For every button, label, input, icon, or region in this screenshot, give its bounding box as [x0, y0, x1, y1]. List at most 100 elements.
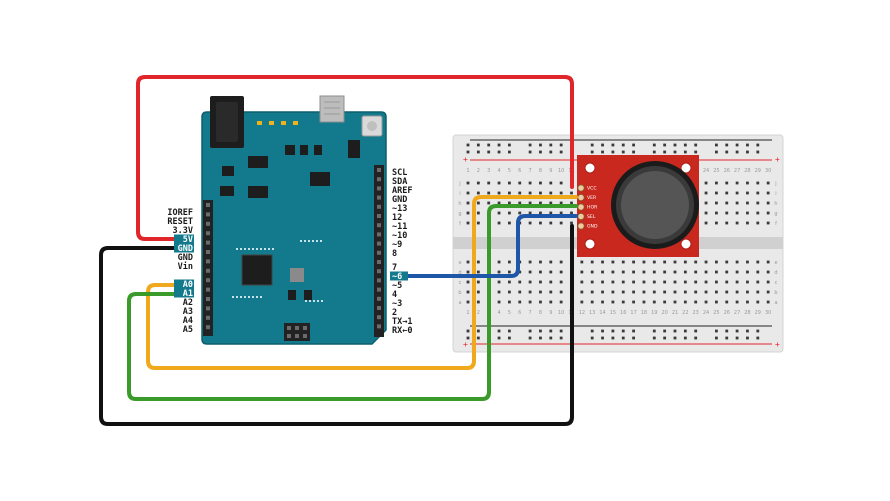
rail-hole [694, 336, 698, 340]
header-pin [377, 232, 381, 237]
joystick-pin [577, 203, 585, 211]
breadboard-hole [539, 191, 542, 195]
breadboard-hole [466, 280, 470, 284]
led [281, 121, 286, 125]
breadboard-hole [528, 191, 532, 195]
wire-blue-d6 [406, 214, 578, 278]
breadboard-hole [466, 211, 470, 215]
breadboard-hole [663, 270, 667, 274]
breadboard-hole [476, 181, 480, 185]
breadboard-hole [632, 290, 635, 294]
column-number: 6 [518, 310, 521, 316]
breadboard-hole [642, 300, 646, 304]
breadboard-hole [528, 300, 532, 304]
rail-hole [508, 336, 511, 340]
header-pin [377, 287, 381, 292]
breadboard-hole [746, 260, 749, 264]
breadboard-hole [539, 260, 542, 264]
breadboard-hole [735, 280, 739, 284]
breadboard-hole [704, 270, 708, 274]
rail-hole [528, 329, 532, 333]
breadboard-hole [559, 191, 563, 195]
rail-hole [497, 336, 501, 340]
header-pin [377, 260, 381, 264]
breadboard-hole [725, 191, 729, 195]
header-pin [206, 221, 210, 226]
rail-hole [508, 329, 511, 333]
breadboard-hole [580, 270, 584, 274]
breadboard-hole [663, 280, 667, 284]
component-chip [222, 166, 234, 176]
rail-hole [725, 329, 729, 333]
breadboard-hole [497, 290, 501, 294]
breadboard-hole [715, 260, 718, 264]
rail-hole [652, 150, 656, 154]
breadboard-hole [621, 280, 625, 284]
breadboard-hole [746, 290, 749, 294]
pin-label: A4 [183, 316, 193, 326]
breadboard-hole [487, 191, 491, 195]
header-pin [377, 296, 381, 301]
pin-label: ~5 [392, 281, 402, 291]
breadboard-hole [466, 290, 470, 294]
breadboard-hole [704, 211, 708, 215]
rail-hole [508, 143, 511, 147]
rail-hole [590, 150, 594, 154]
breadboard-hole [621, 260, 625, 264]
column-number: 4 [497, 310, 500, 316]
header-pin [206, 306, 210, 311]
breadboard-hole [497, 260, 501, 264]
column-number: 7 [529, 310, 532, 316]
breadboard-hole [673, 260, 677, 264]
header-pin [206, 212, 210, 217]
column-number: 9 [549, 310, 552, 316]
board-dot [252, 296, 254, 298]
header-pin [206, 250, 210, 254]
breadboard-hole [621, 270, 625, 274]
breadboard-hole [476, 290, 480, 294]
icsp-pin [303, 326, 307, 330]
breadboard-hole [487, 201, 491, 205]
rail-hole [487, 143, 491, 147]
breadboard-hole [601, 280, 604, 284]
breadboard-hole [466, 221, 470, 225]
breadboard-hole [539, 270, 542, 274]
breadboard-hole [766, 260, 770, 264]
breadboard-hole [683, 270, 687, 274]
pin-label: RESET [167, 217, 193, 227]
board-dot [244, 296, 246, 298]
column-number: 10 [558, 310, 564, 316]
breadboard-hole [601, 290, 604, 294]
board-dot [320, 240, 322, 242]
pin-label: 3.3V [173, 226, 193, 236]
breadboard-hole [746, 211, 749, 215]
rail-hole [632, 150, 635, 154]
column-number: 24 [703, 310, 709, 316]
header-pin [377, 177, 381, 182]
breadboard-hole [642, 270, 646, 274]
pin-highlight [174, 243, 194, 253]
row-letter: h [458, 201, 461, 207]
column-number: 7 [529, 168, 532, 174]
breadboard-hole [766, 300, 770, 304]
board-dot [317, 300, 319, 302]
column-number: 8 [539, 168, 542, 174]
breadboard-hole [663, 300, 667, 304]
board-dot [240, 248, 242, 250]
column-number: 2 [477, 168, 480, 174]
breadboard-hole [694, 260, 698, 264]
breadboard-hole [673, 290, 677, 294]
breadboard-hole [632, 280, 635, 284]
header-pin [206, 278, 210, 283]
rail-hole [466, 329, 470, 333]
column-number: 19 [651, 310, 657, 316]
breadboard-hole [476, 221, 480, 225]
breadboard-hole [642, 260, 646, 264]
column-number: 28 [744, 310, 750, 316]
breadboard-hole [528, 290, 532, 294]
rail-hole [746, 150, 749, 154]
header-pin [377, 186, 381, 191]
board-dot [321, 300, 323, 302]
board-dot [305, 300, 307, 302]
